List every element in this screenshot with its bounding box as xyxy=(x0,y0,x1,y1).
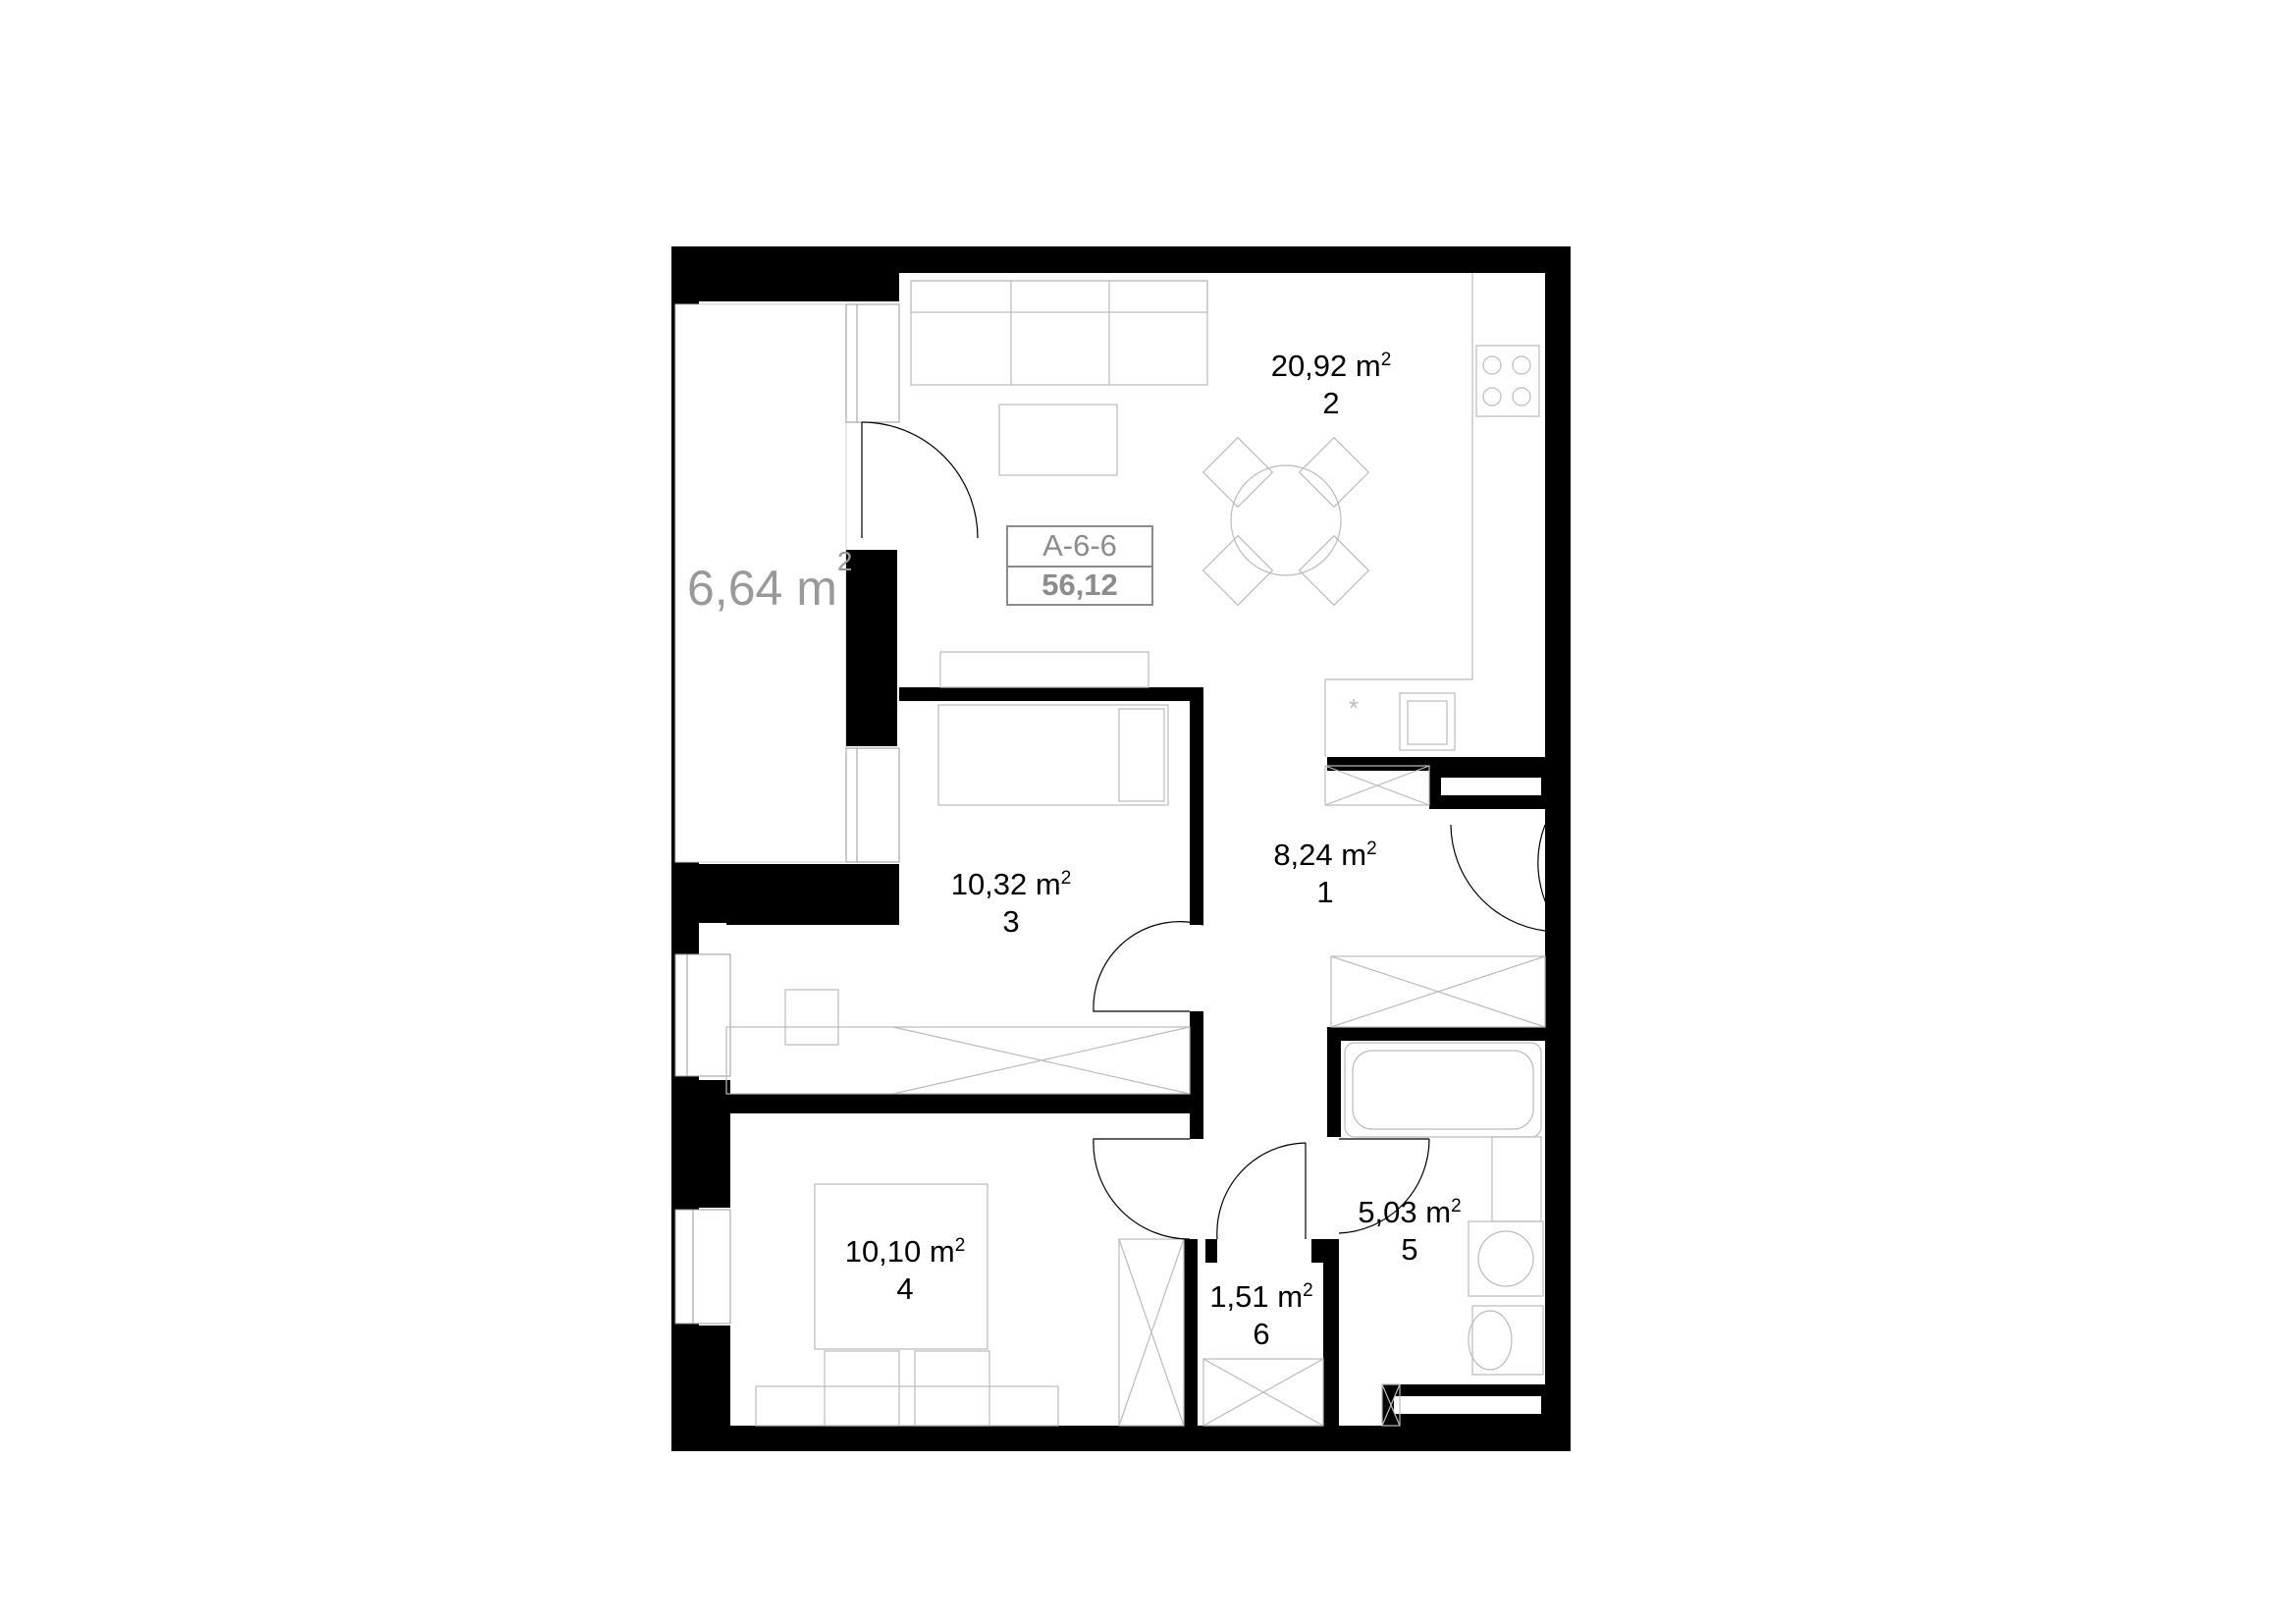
interior-walls xyxy=(726,687,1545,1435)
room-label-3: 10,32 m2 3 xyxy=(933,866,1090,941)
room-label-5: 5,03 m2 5 xyxy=(1331,1194,1488,1269)
room-number: 5 xyxy=(1401,1232,1418,1267)
room-area-unit-sup: 2 xyxy=(1366,839,1377,859)
balcony-area-unit-sup: 2 xyxy=(836,546,853,576)
balcony-pillar xyxy=(846,550,897,746)
balcony-area: 6,64 m xyxy=(687,561,837,616)
balcony-floor xyxy=(674,303,847,863)
room-area: 10,10 m xyxy=(844,1234,955,1269)
apartment-code: A-6-6 xyxy=(1042,528,1117,563)
apartment-label-box xyxy=(1006,525,1153,606)
room-area: 20,92 m xyxy=(1270,349,1381,383)
apartment-total-area: 56,12 xyxy=(1041,568,1118,602)
room-area: 1,51 m xyxy=(1209,1279,1304,1314)
left-windows xyxy=(674,953,731,1325)
room-area-unit-sup: 2 xyxy=(954,1235,966,1256)
room-area-unit-sup: 2 xyxy=(1303,1280,1313,1301)
balcony-area-label: 6,64 m2 xyxy=(687,546,852,617)
room-number: 3 xyxy=(1002,904,1020,939)
room-number: 2 xyxy=(1322,386,1340,420)
room-area: 8,24 m xyxy=(1273,838,1367,872)
room-label-6: 1,51 m2 6 xyxy=(1188,1278,1335,1353)
room-area-unit-sup: 2 xyxy=(1380,350,1392,370)
room-area: 10,32 m xyxy=(950,867,1061,901)
room-area: 5,03 m xyxy=(1358,1195,1452,1229)
room-number: 6 xyxy=(1253,1317,1270,1351)
furniture: * xyxy=(725,273,1546,1427)
room-label-1: 8,24 m2 1 xyxy=(1247,837,1404,911)
room-area-unit-sup: 2 xyxy=(1451,1196,1462,1217)
balcony-doors xyxy=(845,303,900,863)
room-area-unit-sup: 2 xyxy=(1060,868,1072,889)
svg-text:*: * xyxy=(1349,693,1359,723)
room-label-2: 20,92 m2 2 xyxy=(1253,348,1410,422)
doors xyxy=(861,421,1564,1240)
room-label-4: 10,10 m2 4 xyxy=(827,1233,984,1308)
room-number: 4 xyxy=(896,1271,914,1306)
room-number: 1 xyxy=(1316,875,1334,909)
